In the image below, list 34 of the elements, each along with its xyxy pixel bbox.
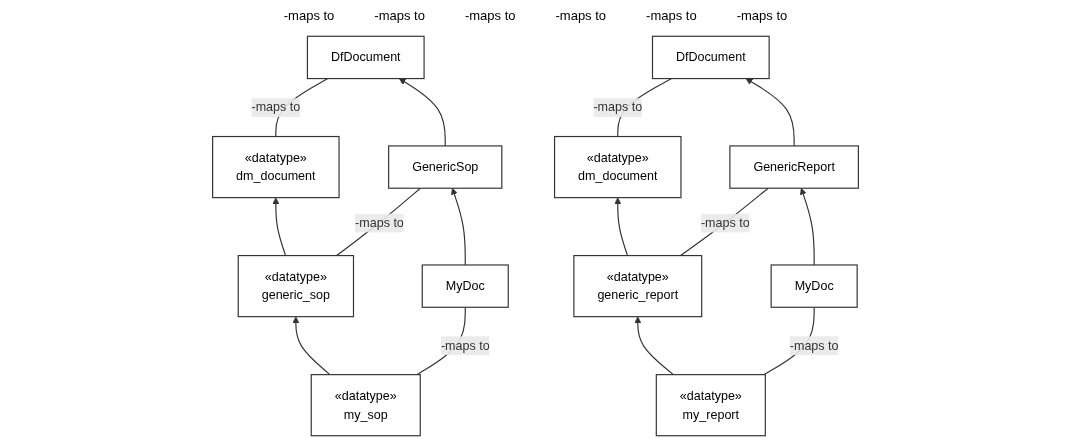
node-box: GenericSop	[388, 145, 503, 189]
node-box: DfDocument	[306, 35, 425, 80]
connector	[679, 187, 769, 257]
node-box: «datatype» generic_report	[573, 255, 703, 318]
edge-label: -maps to	[700, 216, 750, 230]
role-label: -maps to	[374, 7, 425, 23]
arrow	[799, 187, 815, 266]
edge-label: -maps to	[440, 338, 490, 352]
connector	[336, 187, 421, 257]
arrow	[745, 78, 795, 147]
node-box: «datatype» my_report	[655, 374, 766, 437]
arrow	[634, 316, 674, 376]
node-box: «datatype» generic_sop	[237, 255, 355, 318]
edge-label: -maps to	[593, 100, 643, 114]
role-label: -maps to	[283, 7, 335, 23]
role-label: -maps to	[555, 7, 607, 23]
node-box: MyDoc	[421, 264, 509, 308]
arrow	[272, 197, 287, 257]
edge-label: -maps to	[251, 100, 301, 114]
node-box: «datatype» dm_document	[212, 135, 340, 199]
node-box: GenericReport	[729, 145, 859, 189]
role-label: -maps to	[736, 7, 788, 23]
role-label: -maps to	[464, 7, 516, 23]
arrow	[398, 78, 446, 147]
edge-label: -maps to	[789, 338, 839, 352]
node-box: «datatype» dm_document	[553, 135, 682, 199]
node-box: MyDoc	[770, 264, 858, 308]
arrow	[451, 187, 466, 266]
arrow	[292, 316, 331, 376]
node-box: «datatype» my_sop	[310, 374, 421, 437]
role-label: -maps to	[646, 7, 697, 23]
node-box: DfDocument	[651, 35, 770, 80]
arrow	[614, 197, 629, 257]
edge-label: -maps to	[355, 216, 404, 230]
